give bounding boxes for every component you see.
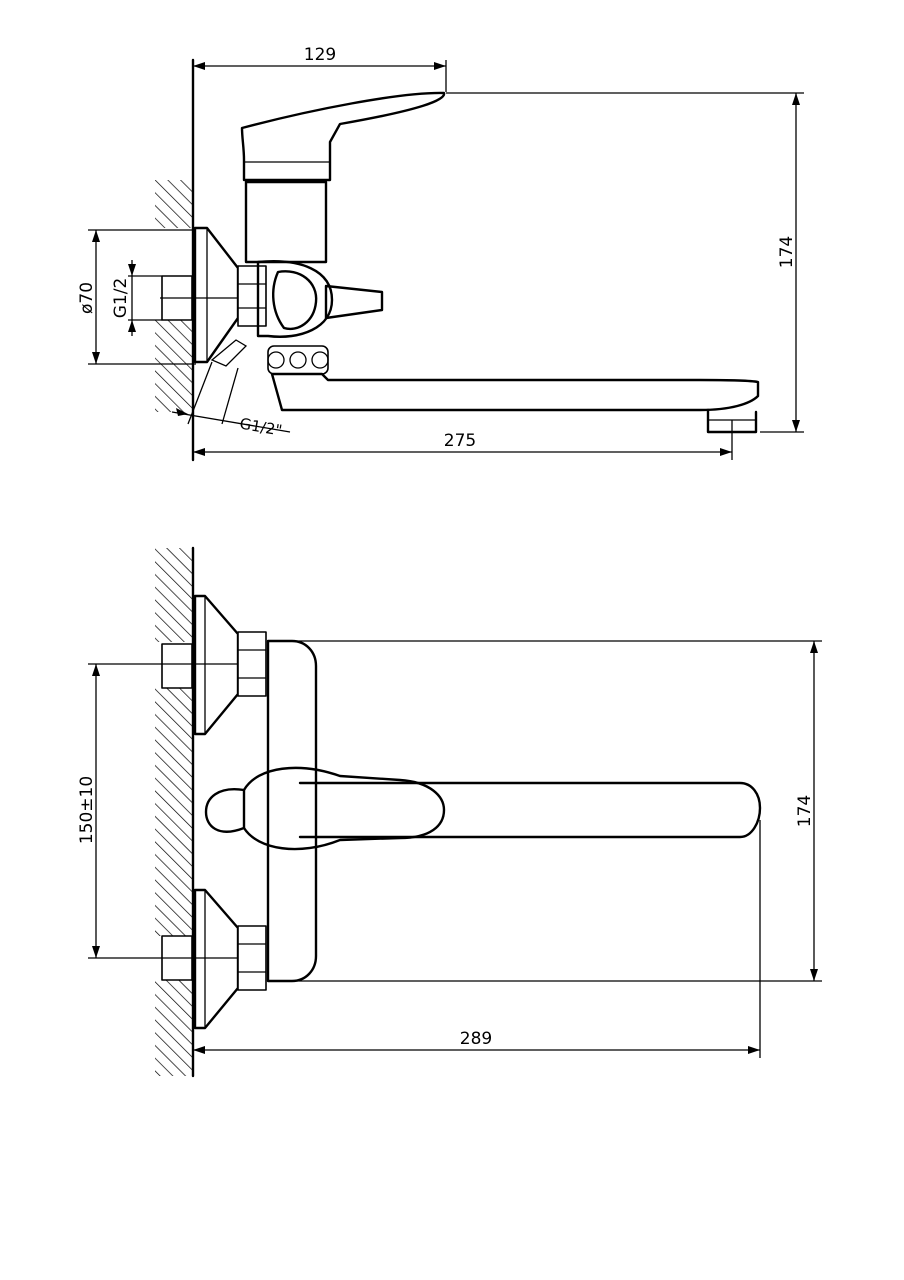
diverter-housing (256, 260, 334, 338)
dim-label-275: 275 (444, 431, 476, 451)
dimension-174-front: 174 (268, 640, 822, 982)
wall-hatching-top (155, 58, 195, 462)
dim-label-shower-thread: G1/2" (238, 415, 283, 440)
wall-hatching-bottom (155, 546, 195, 1078)
dim-label-129: 129 (304, 45, 336, 65)
diverter-knob (204, 788, 246, 833)
dim-label-diameter: ø70 (77, 282, 97, 314)
dimension-289: 289 (193, 820, 761, 1058)
inlet-pipe (160, 275, 262, 321)
handle-front (242, 766, 446, 851)
dim-label-289: 289 (460, 1029, 492, 1049)
connection-nut (237, 265, 267, 327)
escutcheon (193, 226, 240, 364)
dimension-174-side: 174 (446, 92, 804, 433)
dimension-129: 129 (193, 45, 447, 92)
dimension-150: 150±10 (77, 664, 100, 958)
dim-label-thread: G1/2 (111, 278, 131, 319)
spout (270, 372, 760, 412)
spout-front (298, 781, 762, 839)
handle-lever (240, 91, 446, 182)
front-view: 150±10 174 289 (77, 546, 822, 1078)
dimension-275: 275 (193, 420, 733, 460)
dim-label-174-side: 174 (777, 236, 797, 268)
side-view: 129 174 ø70 G1/2 (77, 45, 804, 462)
dim-label-174-front: 174 (795, 795, 815, 827)
dimension-diameter-70: ø70 (77, 229, 196, 365)
dim-label-150: 150±10 (77, 776, 97, 844)
shower-outlet (324, 284, 384, 320)
dimension-thread: G1/2 (111, 260, 162, 336)
mixer-body (244, 180, 328, 264)
mixer-body-front (266, 639, 318, 983)
spout-collar (267, 345, 329, 375)
lower-inlet (88, 888, 267, 1030)
upper-inlet (88, 594, 267, 736)
